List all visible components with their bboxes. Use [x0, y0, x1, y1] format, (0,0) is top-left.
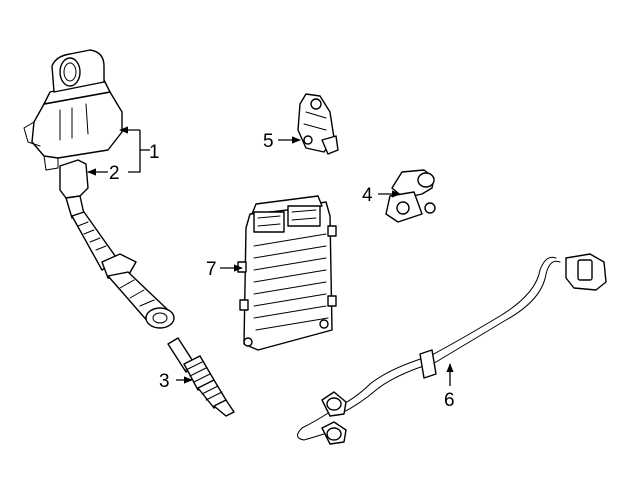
crank-position-sensor — [385, 169, 436, 223]
ignition-coil — [23, 49, 123, 171]
callout-4: 4 — [362, 185, 373, 206]
callout-6: 6 — [444, 390, 455, 411]
leader-lines — [87, 126, 454, 386]
engine-control-module — [237, 195, 337, 351]
callout-2: 2 — [109, 163, 120, 184]
knock-sensor-harness — [297, 253, 607, 445]
callout-1: 1 — [149, 142, 160, 163]
camshaft-position-sensor — [297, 93, 339, 155]
callout-3: 3 — [159, 371, 170, 392]
callout-7: 7 — [206, 259, 217, 280]
coil-boot — [59, 159, 175, 329]
spark-plug — [167, 337, 235, 417]
callout-5: 5 — [263, 131, 274, 152]
bracket-1 — [128, 130, 141, 173]
